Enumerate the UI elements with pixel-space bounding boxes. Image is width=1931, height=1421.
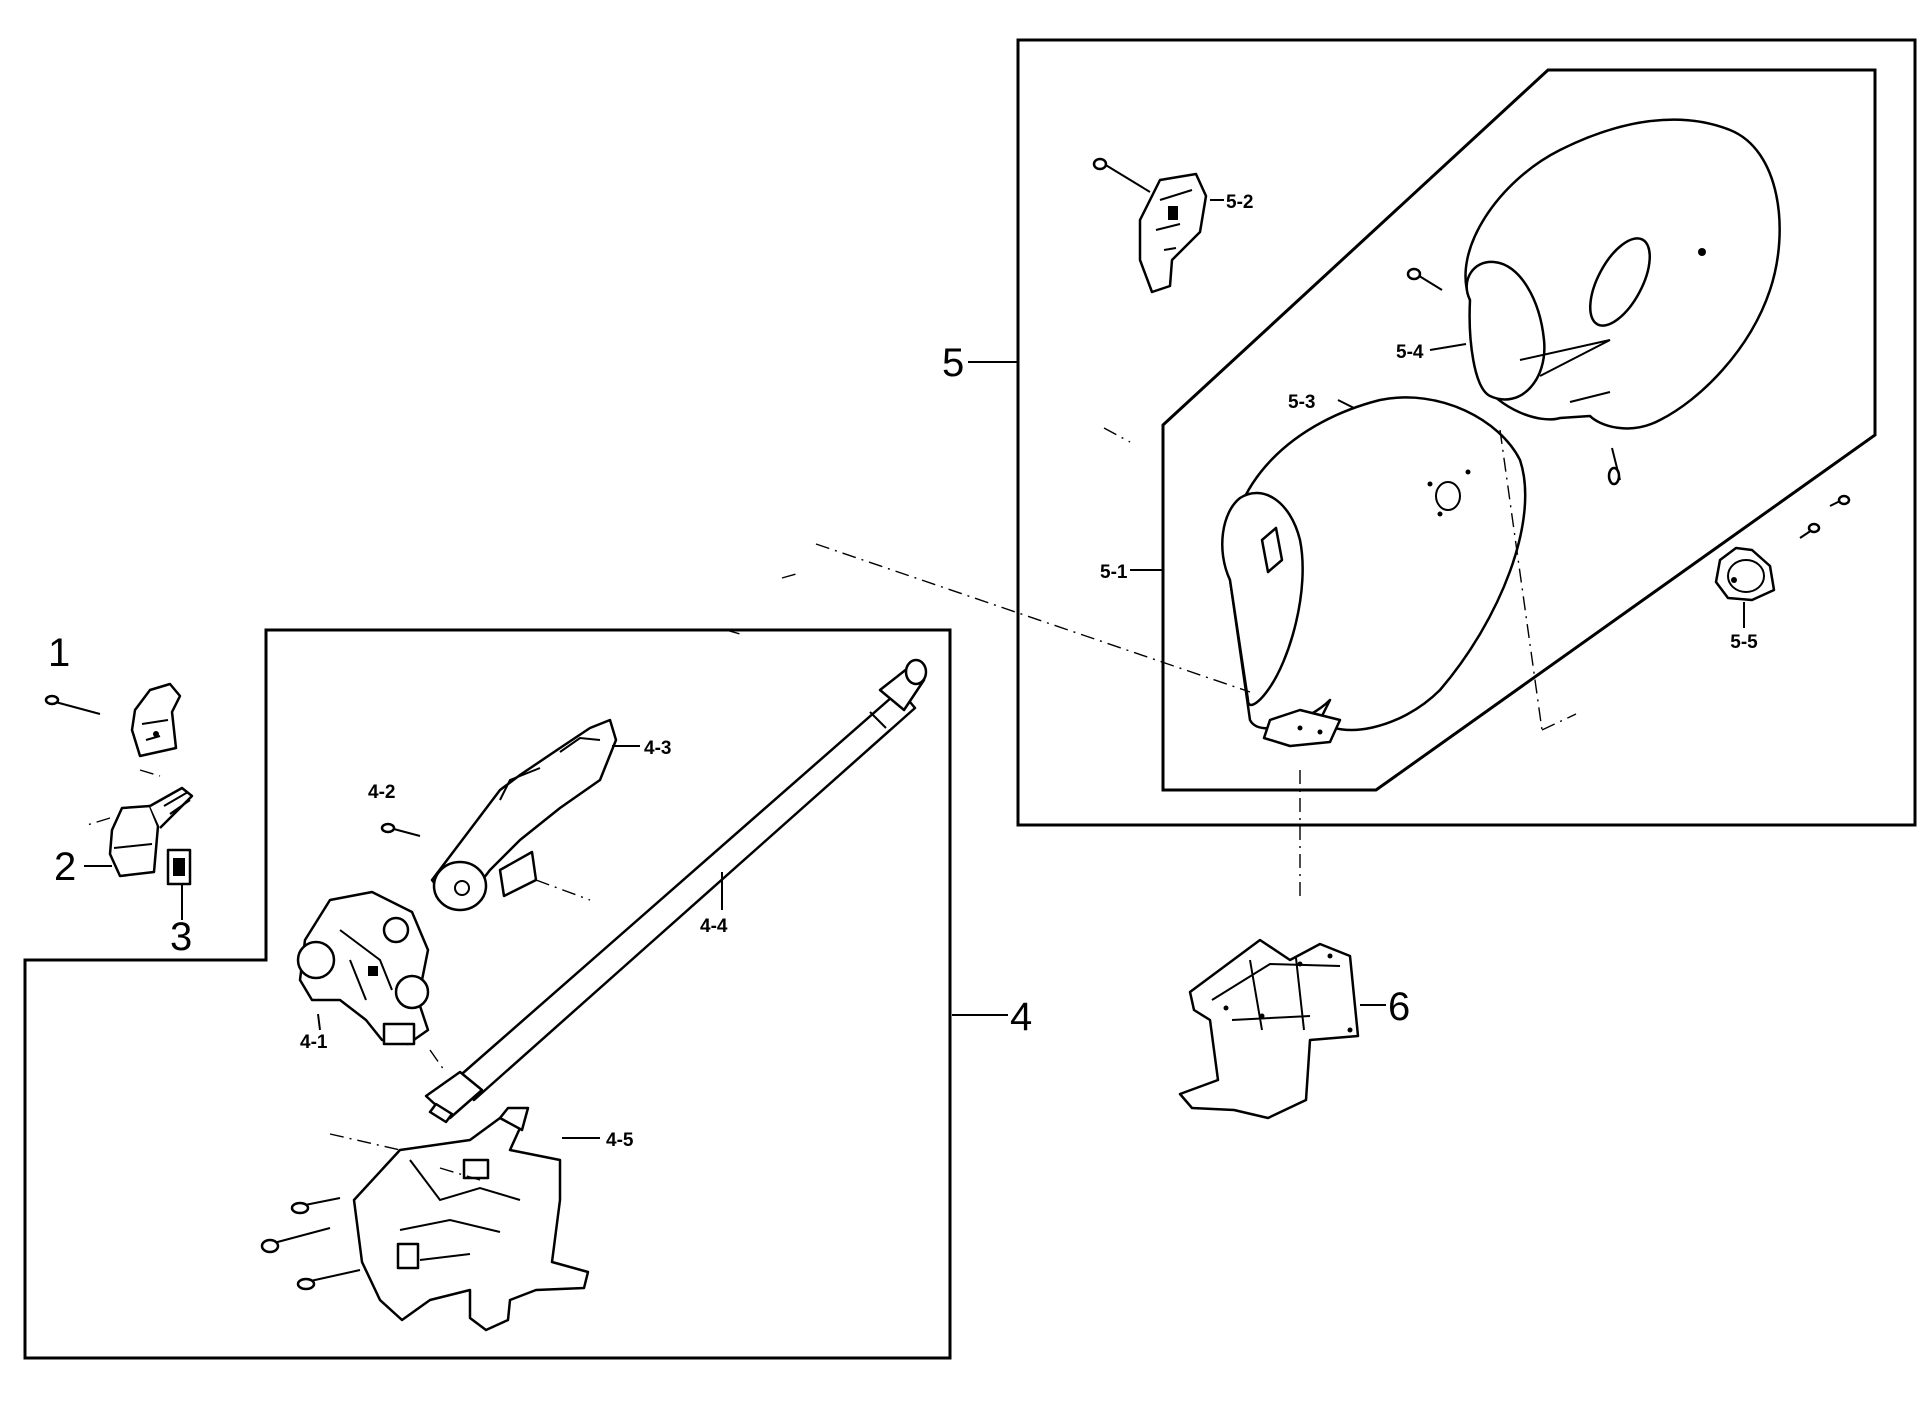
callout-4-5: 4-5 (606, 1130, 634, 1151)
group-4-frame (23, 628, 952, 1360)
callout-4-3: 4-3 (644, 738, 671, 759)
part-5-5-thermostat (1714, 494, 1851, 602)
part-5-2-sensor-bracket (1092, 157, 1208, 294)
callout-1: 1 (48, 631, 70, 675)
callout-4-2: 4-2 (368, 782, 395, 803)
part-3-clip (166, 848, 192, 886)
part-2-switch (108, 786, 194, 878)
part-1-screw-and-clip (44, 682, 182, 758)
callout-5-1: 5-1 (1100, 562, 1128, 583)
group-5-1-frame (1161, 68, 1877, 792)
callout-3: 3 (170, 915, 192, 959)
group-5-outer-frame (1016, 38, 1917, 827)
callout-5-4: 5-4 (1396, 342, 1424, 363)
callout-4: 4 (1010, 995, 1032, 1039)
callout-4-4: 4-4 (700, 916, 728, 937)
part-4-5-screws (260, 1197, 361, 1291)
callout-4-1: 4-1 (300, 1032, 328, 1053)
part-4-3-burner (430, 718, 618, 912)
part-5-4-heater-cover (1406, 118, 1781, 486)
part-6-mounting-bracket (1178, 938, 1360, 1120)
callout-labels: 1 2 3 4 5 6 4-1 4-2 4-3 4-4 4-5 5-1 5-2 … (48, 192, 1758, 1151)
part-5-3-heater-housing (1221, 396, 1527, 748)
callout-5-2: 5-2 (1226, 192, 1253, 213)
part-4-1-gas-valve (296, 890, 430, 1046)
part-4-2-screw (380, 822, 421, 837)
callout-5-3: 5-3 (1288, 392, 1315, 413)
callout-2: 2 (54, 845, 76, 889)
callout-5-5: 5-5 (1730, 632, 1758, 653)
alignment-lines (83, 427, 1577, 1181)
part-4-5-burner-bracket (260, 1106, 590, 1332)
leader-lines (84, 199, 1745, 1139)
part-4-4-burner-tube (424, 658, 928, 1124)
callout-6: 6 (1388, 985, 1410, 1029)
callout-5: 5 (942, 341, 964, 385)
